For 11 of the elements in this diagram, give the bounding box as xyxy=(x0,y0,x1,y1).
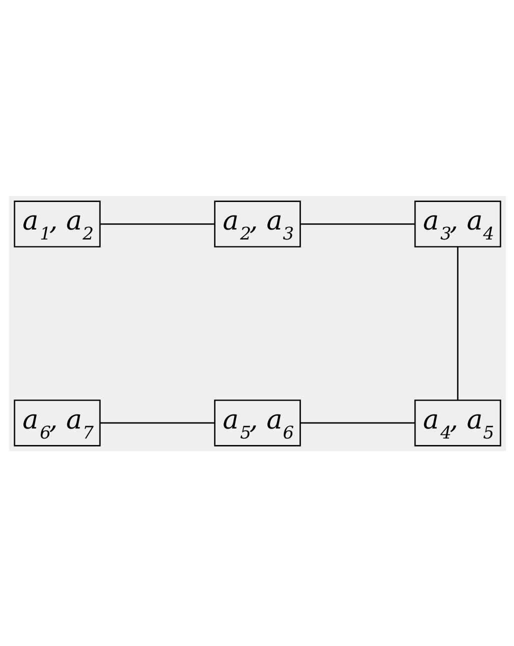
node-box: a$_{5}$, a$_{6}$ xyxy=(214,399,300,446)
connector xyxy=(100,422,214,424)
connector xyxy=(300,222,414,224)
node-box: a$_{1}$, a$_{2}$ xyxy=(13,200,100,247)
connector xyxy=(100,222,214,224)
node-box: a$_{4}$, a$_{5}$ xyxy=(414,399,501,446)
node-box: a$_{6}$, a$_{7}$ xyxy=(13,399,100,446)
connector xyxy=(456,246,458,400)
node-box: a$_{3}$, a$_{4}$ xyxy=(414,200,501,247)
connector xyxy=(300,422,414,424)
node-box: a$_{2}$, a$_{3}$ xyxy=(214,200,300,247)
